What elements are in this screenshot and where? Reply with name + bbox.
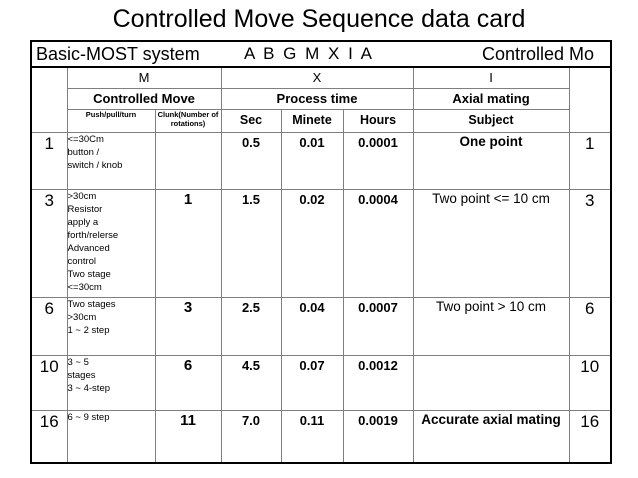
- header-letters-row: M X I: [30, 66, 612, 133]
- description-line: forth/relerse: [67, 230, 119, 241]
- row-tail-index: 1: [568, 132, 612, 190]
- description-line: >30cm: [67, 191, 97, 202]
- description-line: <=30cm: [67, 282, 102, 293]
- description-line: apply a: [67, 217, 99, 228]
- description-line: 6 ~ 9 step: [67, 412, 110, 423]
- row-sec: 4.5: [220, 355, 282, 411]
- table-row: 10 3 ~ 5 stages 3 ~ 4-step 6 4.5 0.07 0.00…: [30, 355, 612, 411]
- row-rotations: 11: [154, 410, 222, 463]
- description-line: button /: [67, 147, 100, 158]
- description-line: Two stages: [67, 299, 116, 310]
- description-line: <=30Cm: [67, 134, 104, 145]
- row-tail-index: 3: [568, 189, 612, 298]
- row-index: 6: [30, 297, 68, 356]
- row-sec: 0.5: [220, 132, 282, 190]
- banner-row: Basic-MOST system A B G M X I A Controll…: [30, 40, 612, 68]
- description-line: 1 ~ 2 step: [67, 325, 110, 336]
- header-sec: Sec: [220, 109, 282, 133]
- row-rotations: 3: [154, 297, 222, 356]
- row-sec: 2.5: [220, 297, 282, 356]
- header-subject: Subject: [412, 109, 570, 133]
- header-letter-m: M: [66, 66, 222, 89]
- description-line: switch / knob: [67, 160, 123, 171]
- row-hours: 0.0007: [342, 297, 414, 356]
- description-line: 3 ~ 4-step: [67, 383, 111, 394]
- header-index-corner: [30, 66, 68, 133]
- row-tail-index: 16: [568, 410, 612, 463]
- row-description: 3 ~ 5 stages 3 ~ 4-step: [66, 355, 156, 411]
- banner-cell: Basic-MOST system A B G M X I A Controll…: [30, 40, 612, 68]
- description-line: 3 ~ 5: [67, 357, 89, 368]
- row-subject: [412, 355, 570, 411]
- row-sec: 7.0: [220, 410, 282, 463]
- header-push-pull-turn: Push/pull/turn: [66, 109, 156, 133]
- row-minete: 0.07: [280, 355, 344, 411]
- row-subject: One point: [412, 132, 570, 190]
- row-index: 3: [30, 189, 68, 298]
- row-tail-index: 6: [568, 297, 612, 356]
- row-minete: 0.04: [280, 297, 344, 356]
- header-groups-row: Controlled Move Process time Axial matin…: [31, 88, 611, 110]
- row-description: <=30Cm button / switch / knob: [66, 132, 156, 190]
- header-group-axial-mating: Axial mating: [412, 88, 570, 110]
- row-rotations: [154, 132, 222, 190]
- row-minete: 0.11: [280, 410, 344, 463]
- row-rotations: 1: [154, 189, 222, 298]
- header-hours: Hours: [342, 109, 414, 133]
- row-hours: 0.0012: [342, 355, 414, 411]
- row-hours: 0.0004: [342, 189, 414, 298]
- row-rotations: 6: [154, 355, 222, 411]
- description-line: >30cm: [67, 312, 97, 323]
- header-letter-x: X: [220, 66, 414, 89]
- header-subheaders-row: Push/pull/turn Clunk(Number of rotations…: [31, 109, 611, 133]
- row-subject: Accurate axial mating: [412, 410, 570, 463]
- row-subject: Two point <= 10 cm: [412, 189, 570, 298]
- header-letter-i: I: [412, 66, 570, 89]
- header-minete: Minete: [280, 109, 344, 133]
- row-subject: Two point > 10 cm: [412, 297, 570, 356]
- description-line: stages: [67, 370, 96, 381]
- row-hours: 0.0019: [342, 410, 414, 463]
- page-title: Controlled Move Sequence data card: [112, 5, 526, 33]
- banner-right-label: Controlled Mo: [482, 44, 595, 64]
- row-index: 16: [30, 410, 68, 463]
- row-minete: 0.02: [280, 189, 344, 298]
- table-row: 16 6 ~ 9 step 11 7.0 0.11 0.0019 Accurat…: [30, 410, 612, 463]
- sequence-model-label: A B G M X I A: [244, 44, 374, 63]
- header-tail-corner: [568, 66, 612, 133]
- row-index: 10: [30, 355, 68, 411]
- table-row: 1 <=30Cm button / switch / knob 0.5 0.01 0…: [30, 132, 612, 190]
- banner-inner: Basic-MOST system A B G M X I A Controll…: [32, 42, 610, 66]
- header-group-process-time: Process time: [220, 88, 414, 110]
- table-row: 6 Two stages >30cm 1 ~ 2 step 3 2.5 0.04 0…: [30, 297, 612, 356]
- row-description: Two stages >30cm 1 ~ 2 step: [66, 297, 156, 356]
- description-line: Advanced: [67, 243, 110, 254]
- row-description: 6 ~ 9 step: [66, 410, 156, 463]
- row-tail-index: 10: [568, 355, 612, 411]
- description-line: control: [67, 256, 97, 267]
- system-label: Basic-MOST system: [36, 44, 200, 64]
- row-index: 1: [30, 132, 68, 190]
- header-clunk-rotations: Clunk(Number of rotations): [154, 109, 222, 133]
- header-group-controlled-move: Controlled Move: [66, 88, 222, 110]
- controlled-move-data-card-table: Basic-MOST system A B G M X I A Controll…: [30, 40, 612, 464]
- description-line: Two stage: [67, 269, 111, 280]
- row-hours: 0.0001: [342, 132, 414, 190]
- row-sec: 1.5: [220, 189, 282, 298]
- description-line: Resistor: [67, 204, 103, 215]
- row-minete: 0.01: [280, 132, 344, 190]
